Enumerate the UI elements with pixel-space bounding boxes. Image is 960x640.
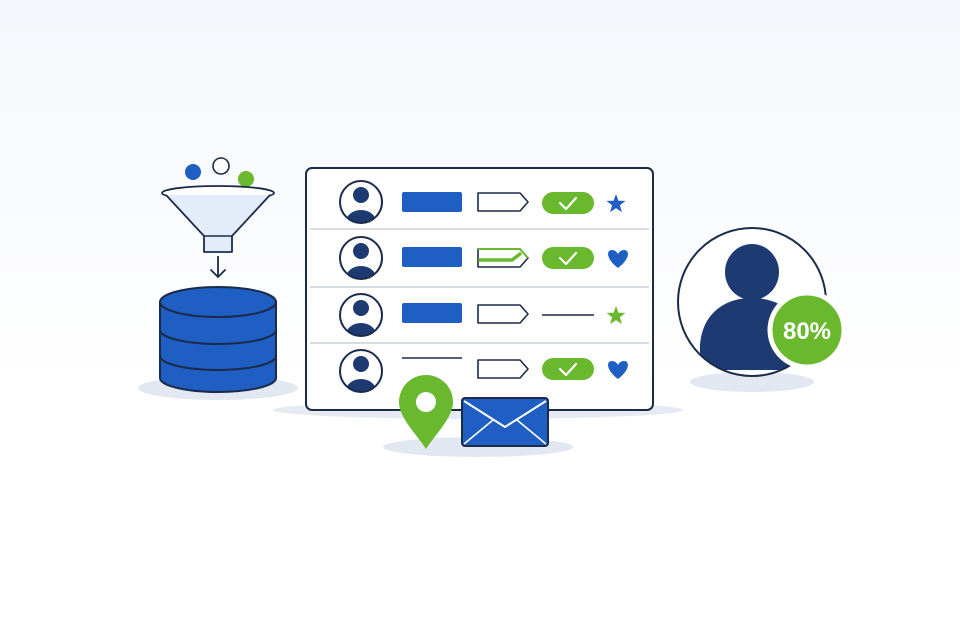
user-avatar-icon <box>339 293 383 337</box>
score-badge: 80% <box>767 290 847 370</box>
heart-icon <box>608 250 628 268</box>
status-check-badge <box>542 358 594 380</box>
location-pin-icon <box>399 375 453 449</box>
score-label: 80% <box>783 318 831 345</box>
tag-label <box>477 192 529 212</box>
tag-label-active <box>477 248 529 268</box>
contact-row[interactable] <box>339 236 628 290</box>
contact-list-panel <box>305 167 654 411</box>
status-check-badge <box>542 192 594 214</box>
name-field <box>402 247 462 267</box>
database-icon <box>159 286 277 393</box>
data-dot-blue <box>185 164 201 180</box>
contact-row[interactable] <box>339 180 626 234</box>
profile-shadow <box>690 372 814 392</box>
user-avatar-icon <box>339 180 383 224</box>
star-green-icon <box>606 306 626 325</box>
tag-label <box>477 359 529 379</box>
data-dot-green <box>238 171 254 187</box>
status-check-badge <box>542 247 594 269</box>
contact-row[interactable] <box>339 293 626 347</box>
data-dot-white <box>212 157 230 175</box>
star-blue-icon <box>606 194 626 213</box>
tag-label <box>477 304 529 324</box>
envelope-icon <box>461 397 549 447</box>
heart-icon <box>608 361 628 379</box>
name-field <box>402 303 462 323</box>
funnel-icon <box>161 157 275 278</box>
user-avatar-icon <box>339 236 383 280</box>
contact-row[interactable] <box>339 349 628 403</box>
name-field <box>402 192 462 212</box>
user-avatar-icon <box>339 349 383 393</box>
